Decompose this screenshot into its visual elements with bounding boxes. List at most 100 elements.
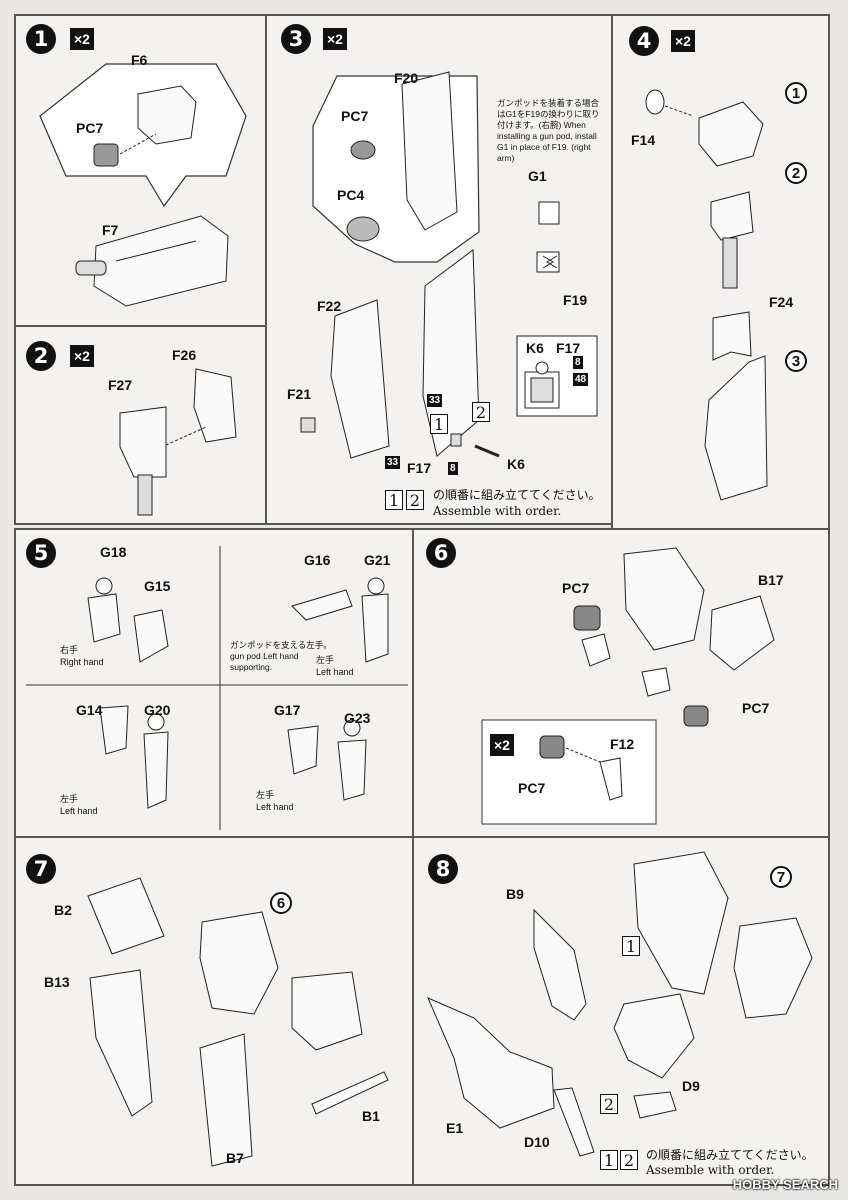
material-tag: 8 [448,462,458,475]
hand-caption-en: Left hand [60,806,98,816]
material-tag: 8 [573,356,583,369]
step-4-panel: 4 ×2 1 F14 2 F24 3 [611,14,830,530]
part-label: G20 [144,702,171,718]
part-label: F26 [172,347,197,363]
part-label: PC7 [518,780,546,796]
part-label: D10 [524,1134,550,1150]
part-label: PC4 [337,187,365,203]
sequence-box-1: 1 [622,936,640,956]
part-label: F17 [556,340,581,356]
step-1-panel: 1 ×2 F6 PC7 F7 [14,14,267,327]
step-6-panel: 6 PC7 B17 PC7 ×2 PC7 F12 [412,528,830,838]
step-number: 3 [281,24,311,54]
order-note-en: Assemble with order. [646,1163,775,1177]
part-label: B1 [362,1108,380,1124]
part-label: F14 [631,132,656,148]
step-number: 5 [26,538,56,568]
part-label: B2 [54,902,72,918]
step-3-panel: 3 ×2 F20 PC7 PC4 ガンポッドを装着する場合はG1をF19の換わり… [265,14,613,525]
part-label: F6 [131,52,148,68]
hand-caption-jp: 右手 [60,645,79,655]
step-number: 1 [26,24,56,54]
part-label: PC7 [341,108,369,124]
material-tag: 33 [427,394,443,407]
step-6-diagram [414,530,832,840]
order-note-jp: の順番に組み立ててください。 [646,1148,814,1162]
step-7-diagram [16,838,416,1188]
part-label: PC7 [742,700,770,716]
hand-caption-jp: 左手 [256,790,275,800]
part-label: F24 [769,294,794,310]
reference-circle: 3 [785,350,807,372]
order-box-1: 1 [385,490,403,510]
part-label: G1 [528,168,547,184]
part-label: B17 [758,572,784,588]
sequence-box-2: 2 [472,402,490,422]
order-box-1: 1 [600,1150,618,1170]
reference-circle: 7 [770,866,792,888]
step-7-panel: 7 6 B2 B13 B1 B7 [14,836,414,1186]
part-label: F17 [407,460,432,476]
part-label: G16 [304,552,331,568]
step-3-diagram [267,16,615,527]
quantity-badge: ×2 [671,30,695,52]
gun-pod-note: ガンポッドを装着する場合はG1をF19の換わりに取り付けます。(右腕) When… [497,98,600,163]
pod-caption-en: gun pod Left hand supporting. [230,651,299,672]
part-label: B13 [44,974,70,990]
sequence-box-2: 2 [600,1094,618,1114]
part-label: PC7 [76,120,104,136]
order-note-en: Assemble with order. [433,504,562,518]
part-label: B7 [226,1150,244,1166]
hand-caption-jp: 左手 [316,655,335,665]
reference-circle: 1 [785,82,807,104]
part-label: G18 [100,544,127,560]
hand-caption-en: Left hand [256,802,294,812]
step-8-diagram [414,838,832,1188]
pod-caption-jp: ガンポッドを支える左手。 [230,640,332,650]
part-label: G15 [144,578,171,594]
step-number: 7 [26,854,56,884]
quantity-badge: ×2 [70,28,94,50]
part-label: F20 [394,70,419,86]
part-label: B9 [506,886,524,902]
order-box-2: 2 [406,490,424,510]
part-label: E1 [446,1120,464,1136]
step-8-panel: 8 7 B9 1 D9 2 E1 D10 1 2 の順番に組み立ててください。 … [412,836,830,1186]
part-label: D9 [682,1078,700,1094]
sequence-box-1: 1 [430,414,448,434]
order-box-2: 2 [620,1150,638,1170]
reference-circle: 2 [785,162,807,184]
step-number: 4 [629,26,659,56]
part-label: F7 [102,222,119,238]
part-label: F19 [563,292,588,308]
part-label: F22 [317,298,342,314]
step-5-diagram [16,530,416,840]
step-number: 8 [428,854,458,884]
order-note-jp: の順番に組み立ててください。 [433,488,601,502]
part-label: PC7 [562,580,590,596]
hand-caption-en: Right hand [60,657,104,667]
part-label: G14 [76,702,103,718]
quantity-badge: ×2 [490,734,514,756]
step-2-diagram [16,327,269,527]
reference-circle: 6 [270,892,292,914]
part-label: G17 [274,702,301,718]
part-label: F21 [287,386,312,402]
part-label: K6 [526,340,544,356]
hand-caption-jp: 左手 [60,794,79,804]
watermark: HOBBY SEARCH [732,1177,838,1192]
step-number: 6 [426,538,456,568]
pod-caption: ガンポッドを支える左手。 gun pod Left hand supportin… [230,640,340,673]
step-5-panel: 5 G18 G15 右手 Right hand G16 G21 ガンポッドを支え… [14,528,414,838]
part-label: K6 [507,456,525,472]
quantity-badge: ×2 [323,28,347,50]
quantity-badge: ×2 [70,345,94,367]
material-tag: 48 [573,373,589,386]
part-label: G23 [344,710,371,726]
part-label: F12 [610,736,635,752]
step-4-diagram [613,16,832,532]
material-tag: 33 [385,456,401,469]
part-label: G21 [364,552,391,568]
hand-caption-en: Left hand [316,667,354,677]
step-2-panel: 2 ×2 F26 F27 [14,325,267,525]
